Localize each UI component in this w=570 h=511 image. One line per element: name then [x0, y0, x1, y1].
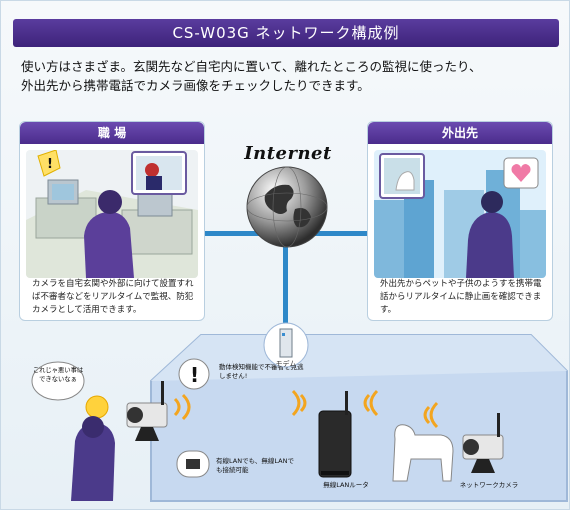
outside-panel: 外出先 外出先からペットや子供のようすを携帯電話からリアルタイムに静止画を確認で…: [367, 121, 553, 321]
alert-text: 動体検知機能で不審者を見逃しません!: [219, 363, 304, 380]
workplace-panel: 職 場 ! カメラを自宅玄関や外部に向けて設置すれば不審者などをリアルタイム: [19, 121, 205, 321]
person-speech-text: これじゃ悪い事はできないなぁ: [32, 367, 84, 383]
modem-label: モデム: [275, 360, 297, 368]
house-illustration: [71, 334, 568, 502]
workplace-illustration: !: [26, 150, 198, 278]
modem-icon: [263, 322, 309, 368]
speech-bubble: [31, 361, 85, 401]
intro-text: 使い方はさまざま。玄関先など自宅内に置いて、離れたところの監視に使ったり、 外出…: [21, 57, 551, 95]
svg-text:!: !: [190, 363, 199, 387]
alert-icon: !: [178, 358, 210, 390]
outside-illustration: [374, 150, 546, 278]
camera-label: ネットワークカメラ: [459, 481, 519, 489]
intro-line-2: 外出先から携帯電話でカメラ画像をチェックしたりできます。: [21, 78, 370, 93]
internet-label: Internet: [244, 143, 332, 164]
lan-connection-text: 有線LANでも、無線LANでも接続可能: [216, 457, 294, 474]
outside-heading: 外出先: [368, 122, 552, 144]
router-label: 無線LANルータ: [323, 481, 369, 489]
diagram-title: CS-W03G ネットワーク構成例: [13, 19, 559, 47]
intro-line-1: 使い方はさまざま。玄関先など自宅内に置いて、離れたところの監視に使ったり、: [21, 59, 482, 74]
svg-text:!: !: [47, 157, 53, 172]
outside-caption: 外出先からペットや子供のようすを携帯電話からリアルタイムに静止画を確認できます。: [380, 279, 542, 315]
internet-link-vertical: [283, 239, 288, 327]
globe-icon: [246, 166, 328, 248]
workplace-heading: 職 場: [20, 122, 204, 144]
workplace-caption: カメラを自宅玄関や外部に向けて設置すれば不審者などをリアルタイムで監視、防犯カメ…: [32, 279, 194, 315]
